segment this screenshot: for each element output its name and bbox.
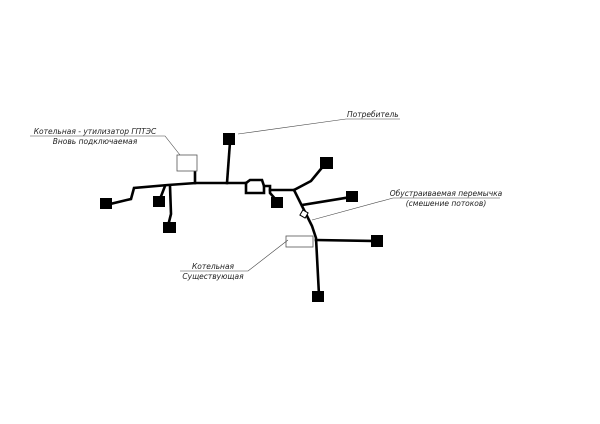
consumers [100,133,383,302]
existing-boiler-label-line2: Существующая [182,272,244,281]
consumer-node [163,222,176,233]
existing-boiler-label-line1: Котельная [192,262,235,271]
pipe-segment [244,178,266,188]
consumer-node [312,291,324,302]
new-boiler-house [176,154,198,172]
jumper-label-line2: (смешение потоков) [406,199,487,208]
consumer-node [100,198,112,209]
pipe-network [108,140,379,297]
consumer-node [223,133,235,145]
consumer-leader-line [237,118,400,135]
consumer-node [320,157,333,169]
pipe-segment [225,140,232,185]
new-boiler-label-line2: Вновь подключаемая [53,137,138,146]
pipe-segment [300,195,353,207]
pipe-segment [314,238,379,243]
consumer-node [371,235,383,247]
consumer-label: Потребитель [347,110,399,119]
pipe-segment [292,162,327,192]
jumper-label-line1: Обустраиваемая перемычка [390,189,503,198]
pipe-segment [166,184,173,228]
jumper-marker [299,209,309,219]
consumer-node [271,197,283,208]
jumper-leader-line [311,197,500,221]
existing-boiler-leader-line [180,239,289,272]
leader-lines [30,118,500,272]
new-boiler-label-line1: Котельная - утилизатор ГПТЭС [34,127,157,136]
consumer-node [153,196,165,207]
existing-boiler-house [285,235,314,248]
new-boiler-leader-line [30,135,181,156]
pipe-segment [108,181,248,206]
pipe-segment [292,188,321,297]
consumer-node [346,191,358,202]
